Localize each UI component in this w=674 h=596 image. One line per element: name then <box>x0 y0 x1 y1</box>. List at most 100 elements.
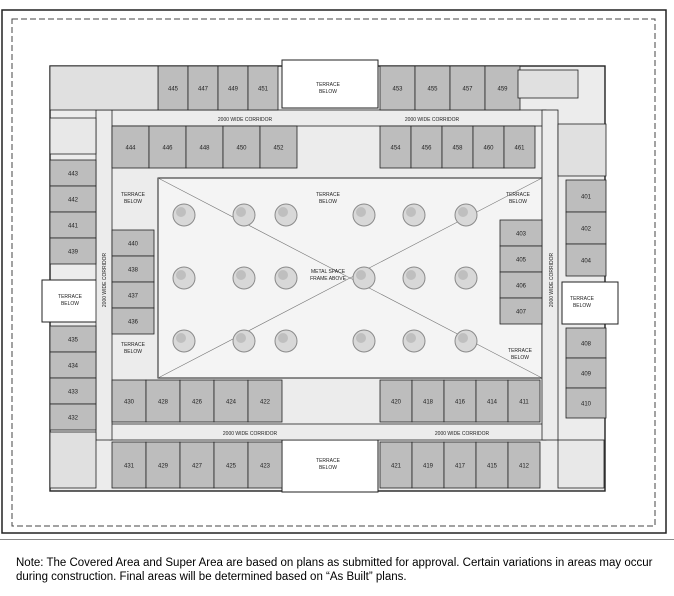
unit-label-441: 441 <box>68 224 79 230</box>
unit-label-456: 456 <box>421 146 432 152</box>
unit-461 <box>503 125 536 169</box>
unit-401 <box>565 179 607 213</box>
tree-highlight <box>356 333 366 343</box>
lift-lobby-top-right <box>517 69 579 99</box>
terrace-label-court-top-l1: TERRACE <box>316 192 341 198</box>
corridor-top <box>109 109 547 127</box>
tree-icon <box>232 329 256 353</box>
unit-421 <box>379 441 413 489</box>
unit-445 <box>157 65 189 111</box>
unit-410 <box>565 387 607 419</box>
unit-label-404: 404 <box>581 259 592 265</box>
terrace-label-court-tl-l2: BELOW <box>124 199 142 205</box>
unit-label-422: 422 <box>260 400 271 406</box>
terrace-top <box>281 59 379 109</box>
tree-icon <box>402 266 426 290</box>
terrace-label-left-l1: TERRACE <box>58 294 83 300</box>
unit-456 <box>410 125 443 169</box>
unit-label-455: 455 <box>427 87 438 93</box>
tree-highlight <box>278 333 288 343</box>
unit-label-411: 411 <box>519 400 529 406</box>
terrace-label-court-br-l2: BELOW <box>511 355 529 361</box>
unit-label-431: 431 <box>124 464 135 470</box>
unit-420 <box>379 379 413 423</box>
tree-highlight <box>356 207 366 217</box>
unit-label-402: 402 <box>581 227 592 233</box>
tree-icon <box>232 203 256 227</box>
unit-404 <box>565 243 607 277</box>
unit-label-453: 453 <box>392 87 403 93</box>
unit-label-409: 409 <box>581 372 592 378</box>
unit-433 <box>49 377 97 405</box>
tree-icon <box>172 266 196 290</box>
frame-diagonal-2 <box>157 177 543 379</box>
unit-436 <box>111 307 155 335</box>
tree-icon <box>274 266 298 290</box>
unit-label-447: 447 <box>198 87 209 93</box>
terrace-label-court-tr-l2: BELOW <box>509 199 527 205</box>
terrace-label-court-bl-l1: TERRACE <box>121 342 146 348</box>
unit-label-423: 423 <box>260 464 271 470</box>
tree-highlight <box>458 333 468 343</box>
unit-448 <box>185 125 224 169</box>
unit-405 <box>499 245 543 273</box>
unit-424 <box>213 379 249 423</box>
unit-label-415: 415 <box>487 464 498 470</box>
tree-icon <box>352 203 376 227</box>
unit-label-408: 408 <box>581 342 592 348</box>
unit-409 <box>565 357 607 389</box>
unit-422 <box>247 379 283 423</box>
tree-icon <box>274 203 298 227</box>
unit-438 <box>111 255 155 283</box>
unit-451 <box>247 65 279 111</box>
tree-icon <box>232 266 256 290</box>
unit-447 <box>187 65 219 111</box>
tree-highlight <box>458 207 468 217</box>
unit-label-432: 432 <box>68 416 79 422</box>
tree-icon <box>352 266 376 290</box>
unit-label-458: 458 <box>452 146 463 152</box>
unit-label-460: 460 <box>483 146 494 152</box>
unit-453 <box>379 65 416 111</box>
terrace-label-top-l1: TERRACE <box>316 82 341 88</box>
unit-label-433: 433 <box>68 390 79 396</box>
tree-highlight <box>176 207 186 217</box>
unit-457 <box>449 65 486 111</box>
unit-label-448: 448 <box>199 146 210 152</box>
corridor-label-right: 2000 WIDE CORRIDOR <box>549 253 555 308</box>
unit-432 <box>49 403 97 431</box>
corridor-label-top-left: 2000 WIDE CORRIDOR <box>218 117 273 123</box>
unit-406 <box>499 271 543 299</box>
corridor-label-bottom-left: 2000 WIDE CORRIDOR <box>223 431 278 437</box>
tree-highlight <box>236 333 246 343</box>
unit-label-407: 407 <box>516 310 527 316</box>
unit-407 <box>499 297 543 325</box>
unit-label-425: 425 <box>226 464 237 470</box>
unit-459 <box>484 65 521 111</box>
terrace-label-court-tr-l1: TERRACE <box>506 192 531 198</box>
terrace-label-court-bl-l2: BELOW <box>124 349 142 355</box>
terrace-right <box>561 281 619 325</box>
tree-icon <box>454 203 478 227</box>
terrace-label-right-l1: TERRACE <box>570 296 595 302</box>
note-divider <box>0 539 674 540</box>
tree-icon <box>454 266 478 290</box>
unit-label-406: 406 <box>516 284 527 290</box>
tree-highlight <box>406 207 416 217</box>
terrace-left <box>41 279 99 323</box>
unit-419 <box>411 441 445 489</box>
unit-label-412: 412 <box>519 464 530 470</box>
unit-label-451: 451 <box>258 87 269 93</box>
unit-428 <box>145 379 181 423</box>
core-top-left <box>49 65 159 111</box>
unit-442 <box>49 185 97 213</box>
tree-icon <box>274 329 298 353</box>
unit-403 <box>499 219 543 247</box>
stair-right <box>557 123 607 177</box>
metal-frame-label-2: FRAME ABOVE <box>310 276 347 282</box>
unit-label-457: 457 <box>462 87 473 93</box>
terrace-label-right-l2: BELOW <box>573 303 591 309</box>
unit-label-442: 442 <box>68 198 79 204</box>
unit-412 <box>507 441 541 489</box>
footer-note: Note: The Covered Area and Super Area ar… <box>16 557 653 583</box>
